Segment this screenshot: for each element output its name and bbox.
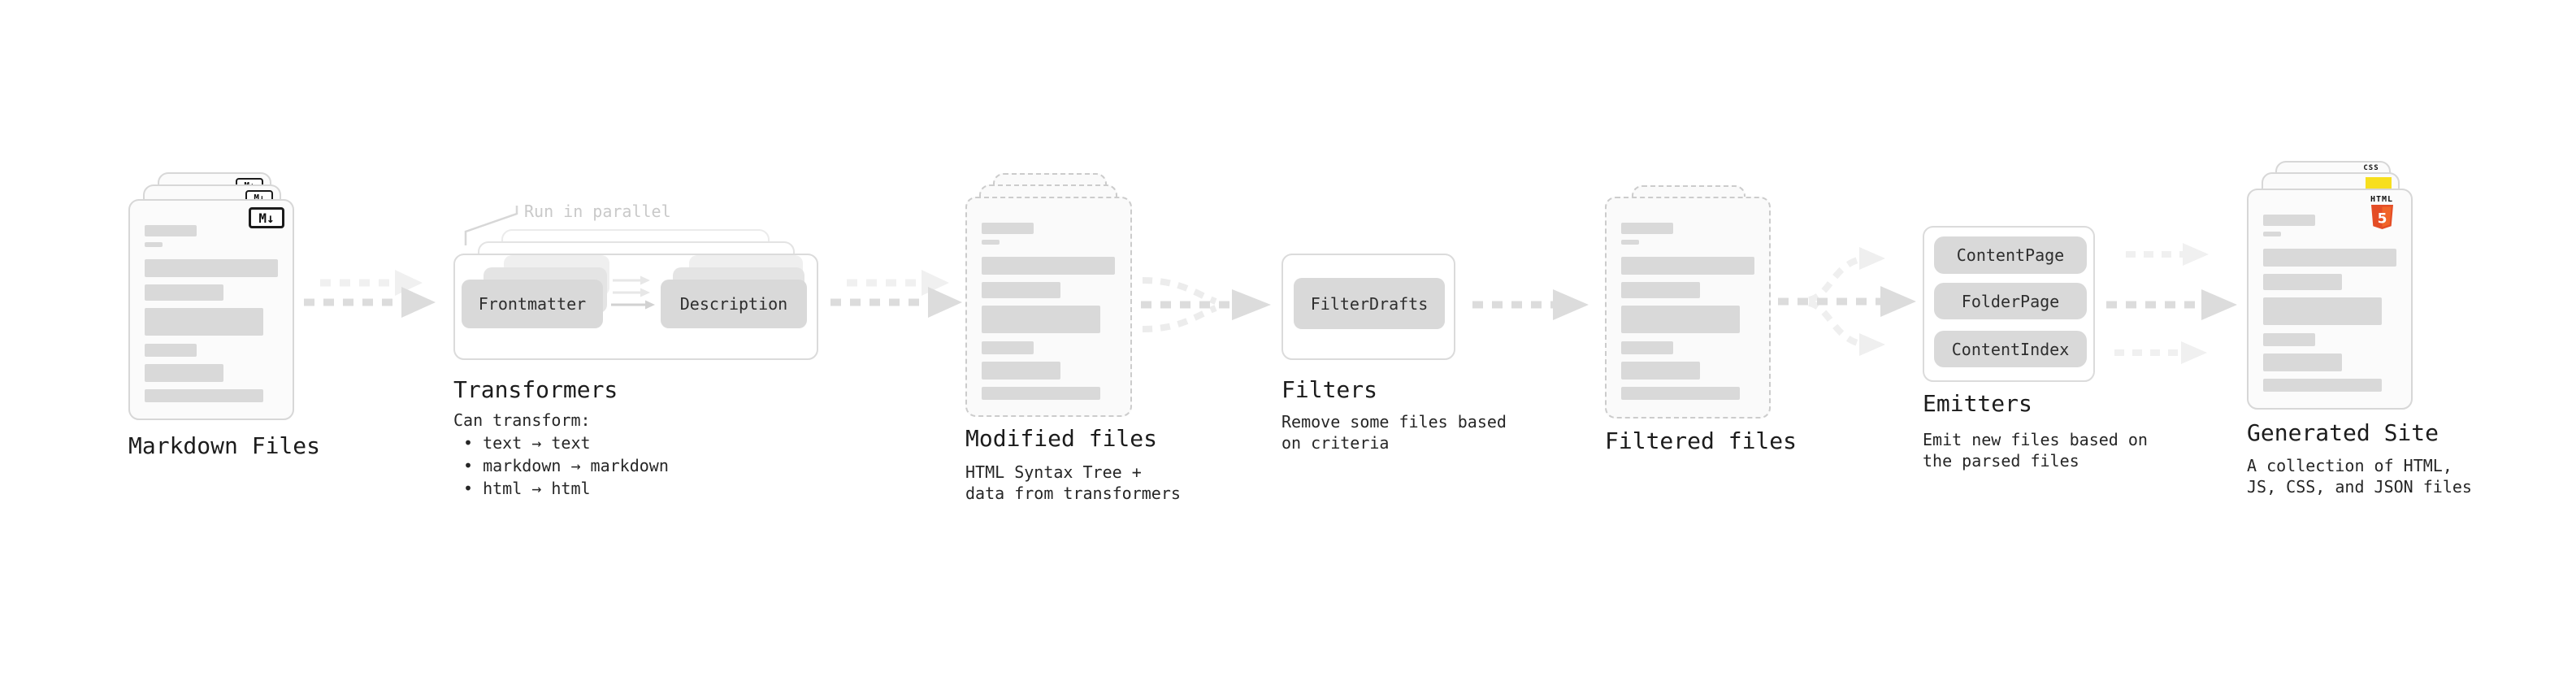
transformers-bullet-list: • text → text • markdown → markdown • ht… bbox=[463, 432, 669, 500]
caption-line: data from transformers bbox=[965, 484, 1181, 503]
description-pill: Description bbox=[661, 280, 807, 328]
filterdrafts-pill: FilterDrafts bbox=[1294, 278, 1445, 329]
skeleton-line bbox=[2263, 333, 2315, 346]
bullet-text-to-text: • text → text bbox=[463, 433, 591, 453]
caption-line: the parsed files bbox=[1923, 451, 2079, 471]
skeleton-line bbox=[982, 362, 1060, 380]
transformer-internal-arrows bbox=[611, 275, 655, 310]
skeleton-line bbox=[145, 364, 223, 382]
contentindex-pill-label: ContentIndex bbox=[1951, 339, 2070, 359]
stage-label-generated-site: Generated Site bbox=[2247, 419, 2439, 446]
css-badge-label: CSS bbox=[2363, 164, 2379, 172]
transformers-caption-title: Can transform: bbox=[453, 410, 591, 430]
filtered-file-card-front bbox=[1605, 197, 1771, 419]
frontmatter-pill-label: Frontmatter bbox=[478, 294, 587, 314]
frontmatter-pill: Frontmatter bbox=[462, 280, 603, 328]
contentpage-pill-label: ContentPage bbox=[1956, 245, 2065, 265]
skeleton-line bbox=[982, 223, 1034, 234]
skeleton-line bbox=[2263, 354, 2342, 371]
bullet-markdown-to-markdown: • markdown → markdown bbox=[463, 456, 669, 475]
html5-icon: HTML 5 bbox=[2362, 196, 2401, 229]
caption-line: Emit new files based on bbox=[1923, 430, 2148, 449]
markdown-file-card-front: M↓ bbox=[128, 199, 294, 420]
caption-line: JS, CSS, and JSON files bbox=[2247, 477, 2472, 497]
file-content-skeleton bbox=[2249, 215, 2411, 392]
skeleton-line bbox=[1621, 257, 1754, 275]
skeleton-line bbox=[2263, 297, 2382, 325]
annotation-leader-line bbox=[464, 206, 518, 245]
caption-line: HTML Syntax Tree + bbox=[965, 462, 1142, 482]
stage-label-filters: Filters bbox=[1281, 376, 1378, 403]
contentpage-pill: ContentPage bbox=[1934, 236, 2087, 274]
filterdrafts-pill-label: FilterDrafts bbox=[1310, 293, 1429, 314]
skeleton-line bbox=[145, 259, 278, 277]
skeleton-line bbox=[145, 308, 263, 336]
bullet-html-to-html: • html → html bbox=[463, 479, 591, 498]
stage-label-filtered-files: Filtered files bbox=[1605, 427, 1798, 454]
file-content-skeleton bbox=[967, 223, 1130, 400]
folderpage-pill: FolderPage bbox=[1934, 283, 2087, 319]
skeleton-line bbox=[982, 282, 1060, 298]
skeleton-line bbox=[2263, 274, 2342, 290]
svg-text:5: 5 bbox=[2377, 211, 2387, 228]
arrow-transformers-to-modified bbox=[830, 270, 962, 318]
arrow-markdown-to-transformers bbox=[304, 270, 436, 318]
skeleton-line bbox=[982, 240, 1000, 245]
skeleton-line bbox=[2263, 249, 2396, 267]
stage-label-transformers: Transformers bbox=[453, 376, 618, 403]
caption-line: Remove some files based bbox=[1281, 412, 1507, 432]
skeleton-line bbox=[145, 225, 197, 236]
skeleton-line bbox=[1621, 306, 1740, 333]
description-pill-label: Description bbox=[679, 294, 788, 314]
skeleton-line bbox=[1621, 341, 1673, 354]
stage-label-emitters: Emitters bbox=[1923, 390, 2032, 417]
skeleton-line bbox=[145, 389, 263, 402]
generated-file-card-front: HTML 5 bbox=[2247, 189, 2413, 410]
skeleton-line bbox=[2263, 232, 2281, 236]
skeleton-line bbox=[1621, 223, 1673, 234]
skeleton-line bbox=[982, 257, 1115, 275]
skeleton-line bbox=[2263, 215, 2315, 226]
arrow-emitters-to-generated bbox=[2106, 243, 2237, 364]
modified-file-card-front bbox=[965, 197, 1132, 417]
filters-caption: Remove some files based on criteria bbox=[1281, 411, 1507, 453]
file-content-skeleton bbox=[1607, 223, 1769, 400]
arrow-filters-to-filtered bbox=[1472, 289, 1589, 320]
skeleton-line bbox=[982, 306, 1100, 333]
modified-files-caption: HTML Syntax Tree + data from transformer… bbox=[965, 462, 1181, 504]
arrow-filtered-to-emitters-fanout bbox=[1778, 247, 1916, 356]
skeleton-line bbox=[1621, 240, 1639, 245]
file-content-skeleton bbox=[130, 225, 293, 402]
skeleton-line bbox=[2263, 379, 2382, 392]
run-in-parallel-annotation: Run in parallel bbox=[524, 202, 671, 221]
arrow-modified-to-filters-merge bbox=[1141, 277, 1271, 332]
skeleton-line bbox=[1621, 362, 1700, 380]
caption-line: on criteria bbox=[1281, 433, 1390, 453]
skeleton-line bbox=[1621, 282, 1700, 298]
skeleton-line bbox=[1621, 387, 1740, 400]
skeleton-line bbox=[982, 387, 1100, 400]
folderpage-pill-label: FolderPage bbox=[1961, 291, 2060, 311]
js-icon bbox=[2366, 177, 2392, 189]
skeleton-line bbox=[982, 341, 1034, 354]
skeleton-line bbox=[145, 284, 223, 301]
skeleton-line bbox=[145, 242, 163, 247]
skeleton-line bbox=[145, 344, 197, 357]
html5-badge-label: HTML bbox=[2370, 195, 2394, 204]
caption-line: A collection of HTML, bbox=[2247, 456, 2452, 475]
markdown-icon: M↓ bbox=[249, 207, 284, 228]
emitters-caption: Emit new files based on the parsed files bbox=[1923, 429, 2148, 471]
stage-label-markdown-files: Markdown Files bbox=[128, 432, 321, 459]
stage-label-modified-files: Modified files bbox=[965, 425, 1158, 452]
generated-site-caption: A collection of HTML, JS, CSS, and JSON … bbox=[2247, 455, 2472, 497]
contentindex-pill: ContentIndex bbox=[1934, 331, 2087, 367]
html5-shield: 5 bbox=[2370, 205, 2393, 229]
